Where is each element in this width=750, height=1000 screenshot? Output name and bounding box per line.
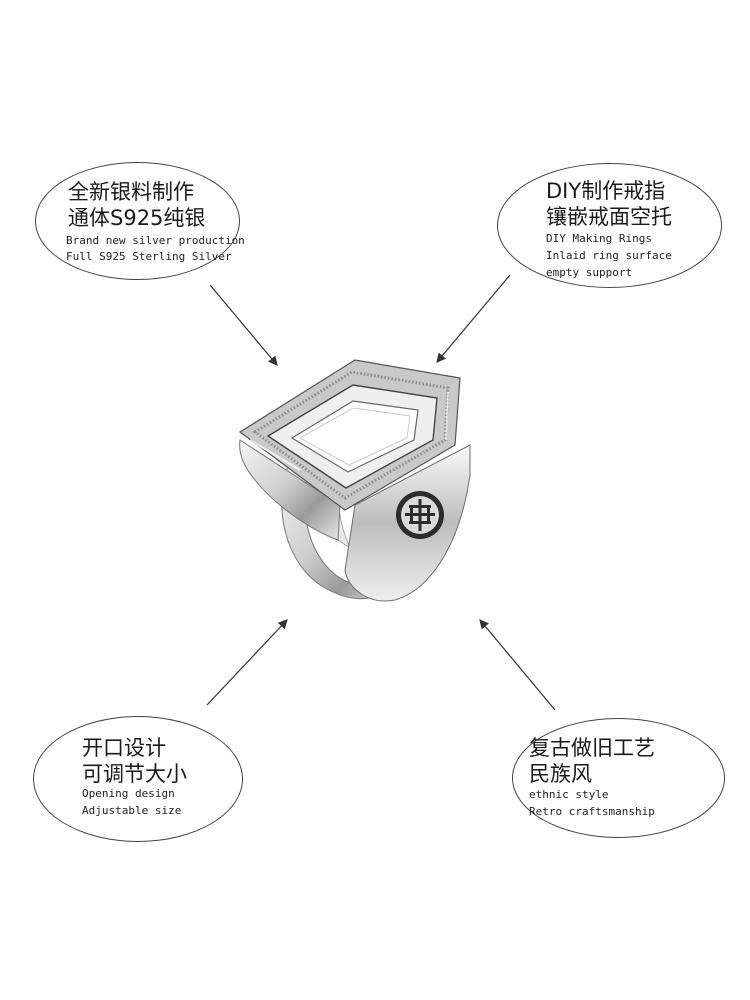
callout-title-line2: 民族风 xyxy=(529,762,592,786)
callout-title-line1: 全新银料制作 xyxy=(68,180,194,204)
callout-silver-material: 全新银料制作 通体S925纯银 Brand new silver product… xyxy=(35,162,245,280)
callout-subtitle-line1: Opening design xyxy=(82,787,175,800)
callout-title-line1: 复古做旧工艺 xyxy=(529,736,655,760)
callout-subtitle-line2: Retro craftsmanship xyxy=(529,805,655,818)
callout-subtitle-line1: DIY Making Rings xyxy=(546,232,652,245)
arrow-icon xyxy=(209,284,278,366)
ring-image xyxy=(238,359,471,602)
arrow-icon xyxy=(206,619,288,706)
arrow-icon xyxy=(479,619,556,711)
callout-subtitle-line2: Full S925 Sterling Silver xyxy=(66,250,232,263)
callout-subtitle-line2: Adjustable size xyxy=(82,804,182,817)
callout-subtitle-line3: empty support xyxy=(546,266,633,279)
shou-symbol-icon xyxy=(396,491,444,539)
callout-title-line2: 镶嵌戒面空托 xyxy=(546,205,672,229)
callout-title-line1: DIY制作戒指 xyxy=(546,179,666,203)
callout-subtitle-line2: Inlaid ring surface xyxy=(546,249,672,262)
callout-retro-craft: 复古做旧工艺 民族风 ethnic style Retro craftsmans… xyxy=(512,718,725,838)
arrow-icon xyxy=(436,274,511,363)
callout-diy-setting: DIY制作戒指 镶嵌戒面空托 DIY Making Rings Inlaid r… xyxy=(497,163,722,288)
callout-subtitle-line1: Brand new silver production xyxy=(66,234,245,247)
callout-title-line2: 通体S925纯银 xyxy=(68,206,206,230)
callout-title-line1: 开口设计 xyxy=(82,736,166,760)
callout-title-line2: 可调节大小 xyxy=(82,762,187,786)
callout-adjustable-size: 开口设计 可调节大小 Opening design Adjustable siz… xyxy=(33,716,243,842)
callout-subtitle-line1: ethnic style xyxy=(529,788,609,801)
